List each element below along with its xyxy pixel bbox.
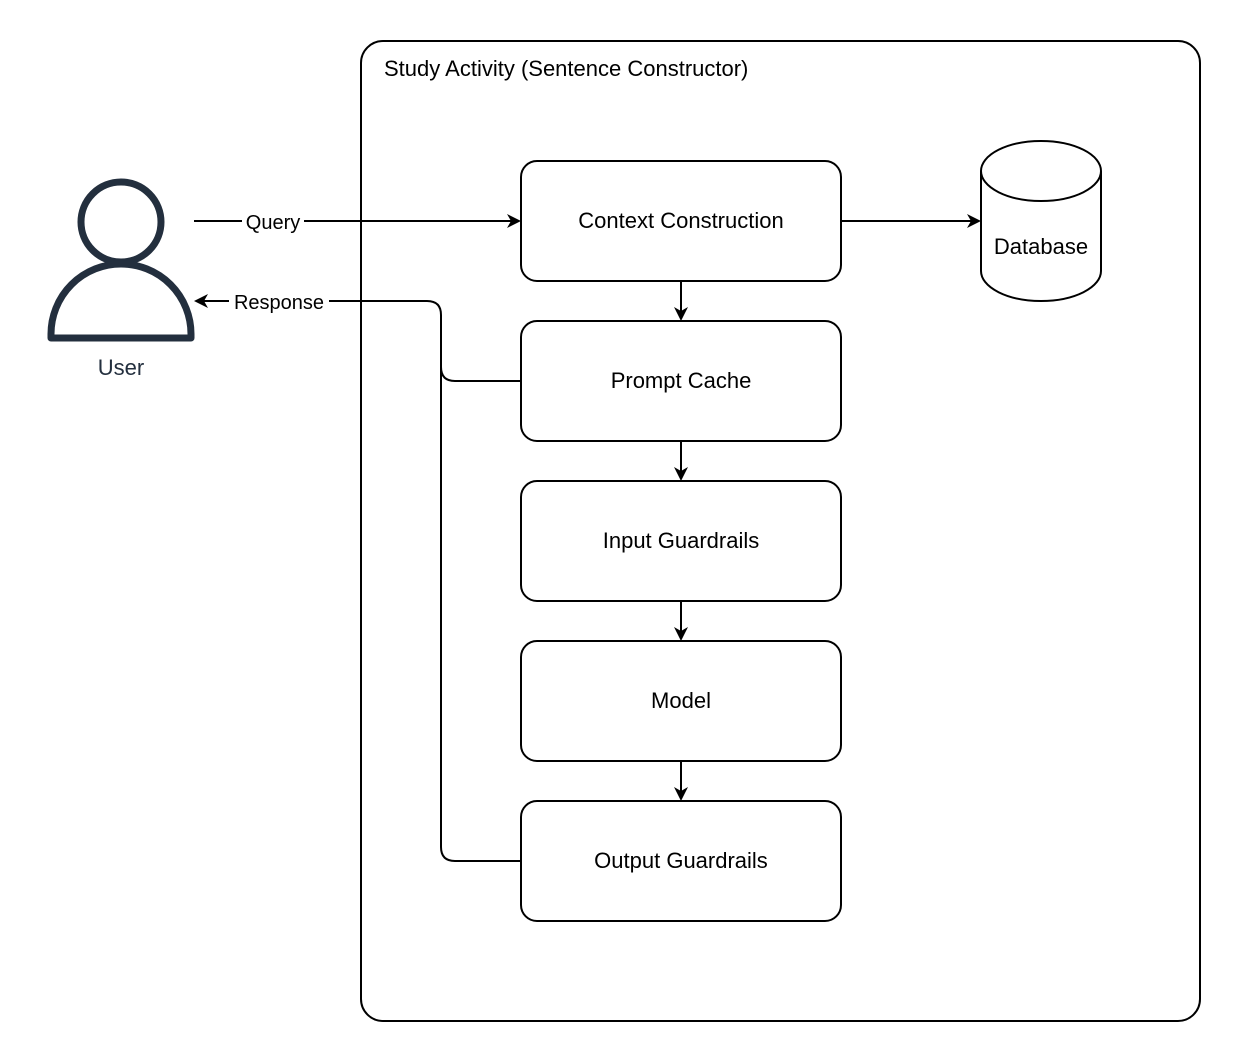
node-context-construction[interactable]: Context Construction <box>520 160 842 282</box>
node-prompt-cache[interactable]: Prompt Cache <box>520 320 842 442</box>
user-label: User <box>98 355 144 380</box>
node-model[interactable]: Model <box>520 640 842 762</box>
context-construction-label: Context Construction <box>578 208 783 233</box>
edge-labels: Query Response <box>229 209 329 314</box>
input-guardrails-label: Input Guardrails <box>603 528 760 553</box>
node-database[interactable]: Database <box>980 140 1102 302</box>
response-label: Response <box>234 292 324 314</box>
prompt-cache-label: Prompt Cache <box>611 368 752 393</box>
user-actor[interactable]: User <box>47 178 195 380</box>
database-label: Database <box>994 234 1088 259</box>
model-label: Model <box>651 688 711 713</box>
cache-to-response-edge <box>440 366 521 382</box>
database-icon <box>980 140 1102 302</box>
output-to-user-response-edge <box>194 294 521 862</box>
node-input-guardrails[interactable]: Input Guardrails <box>520 480 842 602</box>
output-guardrails-label: Output Guardrails <box>594 848 768 873</box>
container-title: Study Activity (Sentence Constructor) <box>384 56 748 81</box>
query-label: Query <box>246 212 300 234</box>
user-icon <box>47 178 195 342</box>
node-output-guardrails[interactable]: Output Guardrails <box>520 800 842 922</box>
